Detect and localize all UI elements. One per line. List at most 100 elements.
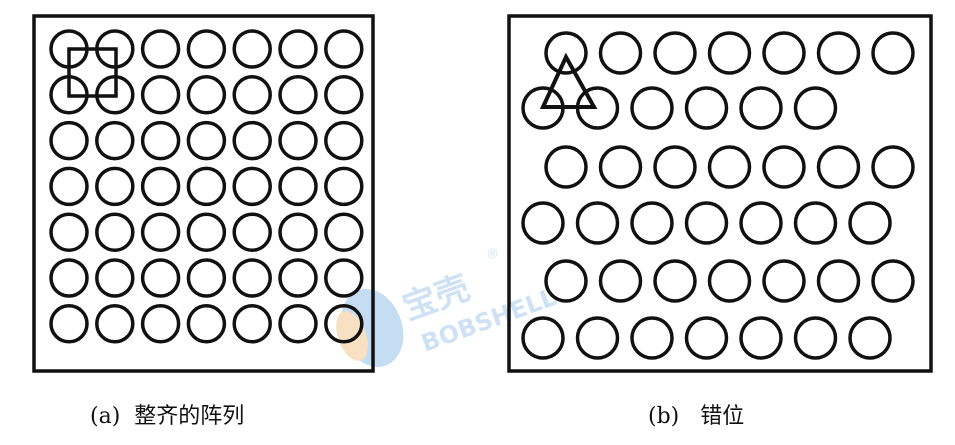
panel-b-circle: [816, 259, 861, 303]
panel-b-circle: [739, 316, 783, 360]
panel-b-circle: [707, 259, 752, 303]
panel-b-circle: [653, 259, 697, 303]
panel-a-circle: [324, 120, 364, 161]
panel-b-circle: [544, 31, 588, 75]
panel-a-circle: [232, 304, 272, 344]
panel-a-circle: [278, 304, 318, 344]
panel-b-circle: [816, 145, 861, 189]
panel-b-circle: [848, 201, 892, 245]
panel-b-circle: [739, 201, 783, 245]
panel-b-circle: [762, 259, 806, 303]
panel-a-circle: [186, 258, 227, 298]
panel-b-circle: [762, 31, 806, 75]
panel-a-circle: [186, 29, 227, 69]
panel-b-circle: [871, 259, 915, 303]
panel-a-circle: [140, 212, 181, 252]
panel-a-circle: [324, 75, 364, 115]
panel-a-circle: [186, 120, 227, 161]
panel-a-circle: [140, 258, 181, 298]
panel-b-circle: [575, 201, 620, 245]
panel-a-circle: [278, 29, 318, 69]
panel-a-circle: [324, 304, 364, 344]
panel-b-circle: [793, 316, 838, 360]
panel-a-circle: [186, 304, 227, 344]
panel-b-circles: [521, 31, 915, 360]
caption-b-label: (b): [648, 404, 680, 429]
panel-b-circle: [793, 201, 838, 245]
panel-a-circle: [186, 166, 227, 207]
panel-b-unit-triangle: [539, 52, 598, 109]
panel-a-unit-square: [67, 47, 118, 98]
panel-a-circle: [278, 258, 318, 298]
panel-a-circle: [186, 212, 227, 252]
watermark: 宝壳 BOBSHELL ®: [336, 247, 560, 367]
caption-b: (b) 错位: [648, 398, 744, 430]
panel-a-circle: [140, 29, 181, 69]
caption-b-title: 错位: [700, 404, 745, 429]
panel-b-circle: [684, 316, 729, 360]
panel-a-circle: [232, 29, 272, 69]
panel-a-circle: [324, 212, 364, 252]
panel-a-circle: [232, 258, 272, 298]
caption-a-title: 整齐的阵列: [134, 404, 245, 429]
panel-b-circle: [544, 145, 588, 189]
panel-a-frame: [32, 14, 375, 373]
panel-b-circle: [630, 201, 674, 245]
panel-a-circle: [186, 75, 227, 115]
panel-b-circle: [793, 86, 838, 130]
panel-b-circle: [598, 145, 643, 189]
watermark-logo-orange: [336, 311, 368, 361]
panel-a-circle: [324, 258, 364, 298]
panel-b-circle: [816, 31, 861, 75]
panel-b-frame: [507, 14, 933, 373]
panel-b-circle: [598, 31, 643, 75]
panel-b-circle: [684, 86, 729, 130]
panel-b-circle: [630, 86, 674, 130]
panel-a-circle: [232, 212, 272, 252]
panel-a-circle: [278, 75, 318, 115]
panel-a-circle: [49, 258, 89, 298]
panel-a-circle: [140, 166, 181, 207]
panel-b-circle: [653, 145, 697, 189]
panel-b-circle: [684, 201, 729, 245]
panel-b-circle: [762, 145, 806, 189]
panel-a-circle: [95, 166, 135, 207]
caption-a: (a) 整齐的阵列: [90, 398, 244, 430]
panel-b-circle: [739, 86, 783, 130]
panel-a-circle: [140, 120, 181, 161]
panel-a-circle: [95, 258, 135, 298]
watermark-registered: ®: [486, 247, 499, 262]
panel-b-circle: [575, 316, 620, 360]
panel-b-circle: [521, 316, 565, 360]
panel-a-circle: [140, 75, 181, 115]
panel-b-circle: [521, 201, 565, 245]
panel-a-circle: [140, 304, 181, 344]
panel-a-circle: [232, 120, 272, 161]
panel-b-circle: [871, 145, 915, 189]
panel-b-circle: [544, 259, 588, 303]
panel-a-circle: [49, 304, 89, 344]
panel-b-circle: [707, 31, 752, 75]
panel-b-circle: [871, 31, 915, 75]
panel-a-circle: [49, 166, 89, 207]
panel-a-circle: [232, 166, 272, 207]
panel-b-circle: [653, 31, 697, 75]
caption-a-label: (a): [90, 404, 121, 429]
panel-a-circle: [324, 29, 364, 69]
panel-b-circle: [707, 145, 752, 189]
panel-a-circle: [324, 166, 364, 207]
panel-a-circle: [278, 120, 318, 161]
panel-b-circle: [630, 316, 674, 360]
panel-b-circle: [848, 316, 892, 360]
panel-a-circle: [232, 75, 272, 115]
panel-b-circle: [598, 259, 643, 303]
panel-a-circle: [278, 212, 318, 252]
panel-a-circle: [278, 166, 318, 207]
panel-a-circle: [49, 120, 89, 161]
panel-a-circle: [49, 212, 89, 252]
panel-a-circle: [95, 304, 135, 344]
panel-a-circle: [95, 120, 135, 161]
panel-a-circle: [95, 212, 135, 252]
panel-a-circles: [49, 29, 364, 344]
